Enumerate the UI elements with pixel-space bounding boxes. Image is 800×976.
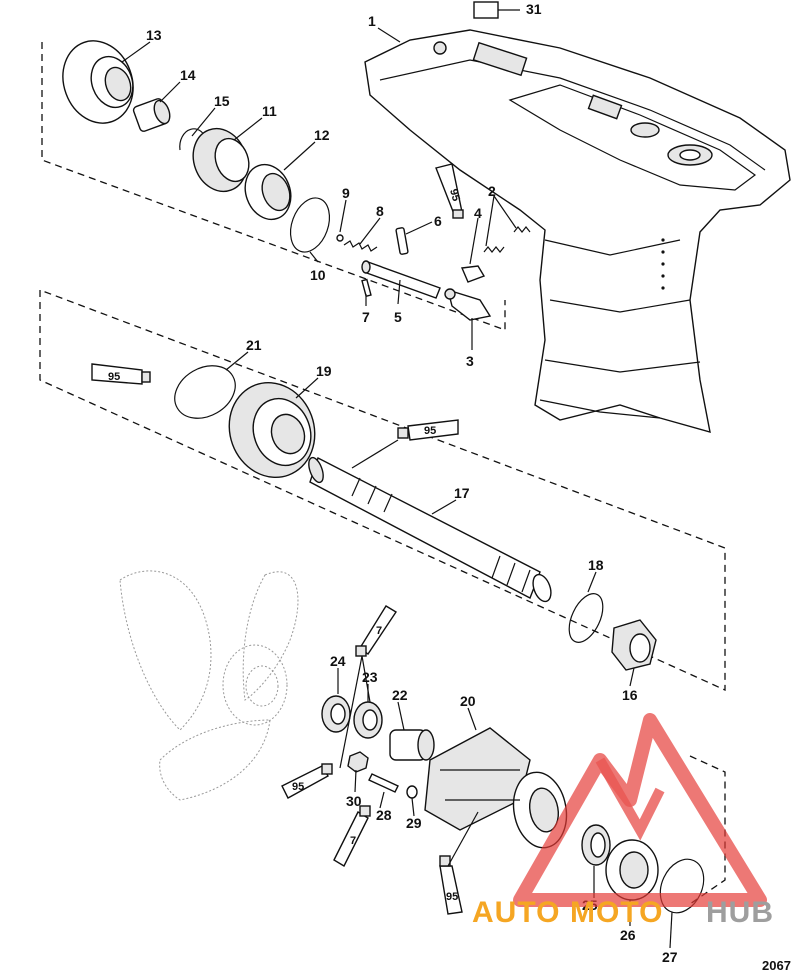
callout-10: 10: [310, 267, 326, 283]
lubricant-tube-95-o-ring: 95: [91, 363, 151, 385]
cam-3: [444, 288, 492, 321]
spring-8: [343, 240, 378, 252]
pin-6: [395, 227, 409, 255]
carrier-19: [228, 381, 316, 479]
callout-7: 7: [362, 309, 370, 325]
bearing-carrier-20: [424, 727, 568, 849]
callout-17: 17: [454, 485, 470, 501]
seal-23: [353, 701, 383, 739]
assembly-box-upper: [41, 42, 506, 331]
callout-16: 16: [622, 687, 638, 703]
callout-20: 20: [460, 693, 476, 709]
svg-text:MOTO: MOTO: [570, 896, 663, 929]
svg-text:7: 7: [376, 625, 382, 637]
o-ring-10: [289, 197, 331, 253]
callout-29: 29: [406, 815, 422, 831]
leader-lines: [121, 9, 673, 949]
bearing-25: [581, 824, 611, 866]
svg-text:HUB: HUB: [706, 896, 774, 929]
bearing-cup-13: [62, 40, 134, 124]
washer-29: [406, 785, 418, 799]
ball-9: [336, 234, 344, 242]
svg-text:95: 95: [424, 425, 436, 437]
svg-text:95: 95: [108, 371, 120, 383]
seal-24: [321, 695, 351, 733]
lubricant-tube-7-stud: 7: [333, 805, 371, 867]
o-ring-18: [568, 593, 604, 643]
callout-19: 19: [316, 363, 332, 379]
bushing-22: [389, 729, 435, 761]
callout-4: 4: [474, 205, 482, 221]
callout-26: 26: [620, 927, 636, 943]
callout-labels: 1 2 3 4 5 6 7 8 9 10 11 12 13 14 15 16 1…: [146, 1, 678, 965]
callout-18: 18: [588, 557, 604, 573]
callout-15: 15: [214, 93, 230, 109]
svg-text:AUTO: AUTO: [472, 896, 560, 929]
svg-text:95: 95: [292, 781, 304, 793]
assembly-box-middle: [39, 289, 726, 692]
lubricant-tube-95-carrier: 95: [439, 855, 463, 915]
clutch-16: [611, 619, 657, 671]
lubricant-tube-7-seal: 7: [355, 605, 397, 657]
callout-12: 12: [314, 127, 330, 143]
o-ring-21: [174, 365, 236, 419]
lubricant-tube-95-shaft: 95: [397, 419, 459, 441]
lubricant-tube-95-seal: 95: [281, 763, 333, 799]
needle-bearing-14: [132, 98, 171, 132]
watermark-logo: [513, 713, 767, 907]
callout-11: 11: [262, 103, 277, 119]
propeller-outline: [119, 570, 299, 801]
svg-text:95: 95: [446, 891, 458, 903]
gearcase-housing: [364, 29, 791, 433]
callout-22: 22: [392, 687, 408, 703]
lubricant-tube-95-upper: 95: [435, 163, 464, 219]
washer-30: [347, 751, 369, 773]
shift-shaft-5: [361, 260, 441, 299]
callout-1: 1: [368, 13, 376, 29]
callout-31: 31: [526, 1, 542, 17]
detent-4: [460, 265, 486, 283]
propeller-shaft-17: [308, 456, 552, 603]
callout-6: 6: [434, 213, 442, 229]
seal-26: [605, 839, 659, 901]
callout-28: 28: [376, 807, 392, 823]
bearing-cup-12: [244, 163, 292, 221]
callout-3: 3: [466, 353, 474, 369]
callout-9: 9: [342, 185, 350, 201]
svg-text:7: 7: [350, 835, 356, 847]
callout-5: 5: [394, 309, 402, 325]
callout-24: 24: [330, 653, 346, 669]
callout-23: 23: [362, 669, 378, 685]
pin-7: [361, 278, 372, 298]
watermark-text: AUTO MOTO HUB: [472, 896, 774, 929]
callout-8: 8: [376, 203, 384, 219]
gear-11: [192, 127, 250, 193]
legend-box-31: [473, 1, 499, 19]
callout-30: 30: [346, 793, 362, 809]
stud-28: [368, 773, 399, 793]
callout-14: 14: [180, 67, 196, 83]
callout-21: 21: [246, 337, 262, 353]
callout-13: 13: [146, 27, 162, 43]
callout-2: 2: [488, 183, 496, 199]
callout-27: 27: [662, 949, 678, 965]
figure-id: 2067: [762, 958, 791, 973]
spring-2: [483, 226, 531, 253]
svg-text:95: 95: [447, 188, 462, 203]
